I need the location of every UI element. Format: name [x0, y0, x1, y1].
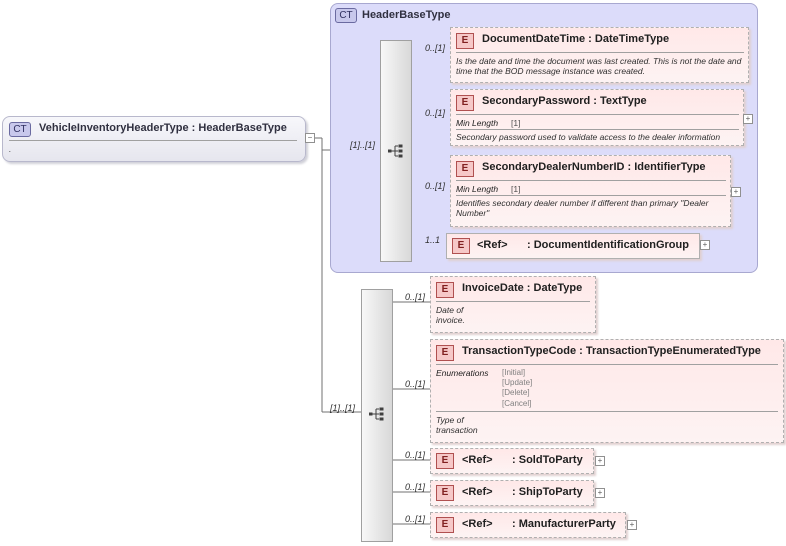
element-badge: E: [436, 345, 454, 361]
element-badge: E: [452, 238, 470, 254]
enum-value: [Initial]: [502, 368, 526, 377]
element-doc: Secondary password used to validate acce…: [456, 132, 721, 142]
facet-value: [1]: [511, 118, 521, 128]
divider: [436, 301, 590, 302]
element-name: TransactionTypeCode : TransactionTypeEnu…: [462, 345, 761, 357]
element-badge: E: [436, 485, 454, 501]
facet-label: Min Length: [456, 118, 499, 128]
element-ship-to-party[interactable]: E <Ref> : ShipToParty: [430, 480, 594, 506]
divider: [9, 140, 297, 141]
base-sequence-cardinality: [1]..[1]: [350, 140, 376, 150]
plus-icon[interactable]: +: [595, 456, 605, 466]
cardinality: 0..[1]: [405, 514, 426, 524]
facet-value: [1]: [511, 184, 521, 194]
element-name: SecondaryPassword : TextType: [482, 95, 647, 107]
element-doc: Identifies secondary dealer number if di…: [456, 198, 709, 218]
facet-label: Enumerations: [436, 368, 489, 378]
element-name: : SoldToParty: [512, 454, 583, 466]
element-badge: E: [456, 161, 474, 177]
element-ref: <Ref>: [462, 486, 493, 498]
element-document-identification-group[interactable]: E <Ref> : DocumentIdentificationGroup: [446, 233, 700, 259]
element-ref: <Ref>: [477, 239, 508, 251]
element-transaction-type-code[interactable]: E TransactionTypeCode : TransactionTypeE…: [430, 339, 784, 443]
enum-value: [Update]: [502, 378, 533, 387]
element-doc: Type of transaction: [436, 415, 478, 435]
element-name: : DocumentIdentificationGroup: [527, 239, 689, 251]
cardinality: 0..[1]: [405, 482, 426, 492]
base-type-name: HeaderBaseType: [362, 9, 451, 21]
element-name: DocumentDateTime : DateTimeType: [482, 33, 670, 45]
collapse-icon[interactable]: −: [305, 133, 315, 143]
divider: [436, 364, 778, 365]
element-secondary-password[interactable]: E SecondaryPassword : TextType Min Lengt…: [450, 89, 744, 146]
divider: [436, 411, 778, 412]
plus-icon[interactable]: +: [731, 187, 741, 197]
divider: [456, 52, 744, 53]
element-badge: E: [436, 517, 454, 533]
cardinality: 0..[1]: [405, 292, 426, 302]
sequence-icon: [388, 144, 403, 158]
element-badge: E: [456, 33, 474, 49]
element-badge: E: [456, 95, 474, 111]
cardinality: 0..[1]: [425, 43, 446, 53]
sequence-icon: [369, 407, 384, 421]
enum-value: [Cancel]: [502, 399, 532, 408]
cardinality: 0..[1]: [405, 450, 426, 460]
plus-icon[interactable]: +: [743, 114, 753, 124]
root-doc: .: [9, 144, 12, 154]
element-badge: E: [436, 453, 454, 469]
element-sold-to-party[interactable]: E <Ref> : SoldToParty: [430, 448, 594, 474]
element-doc: Is the date and time the document was la…: [456, 56, 742, 76]
divider: [456, 180, 726, 181]
complex-type-badge: CT: [335, 8, 357, 23]
plus-icon[interactable]: +: [700, 240, 710, 250]
base-sequence-compositor[interactable]: [380, 40, 412, 262]
divider: [456, 114, 739, 115]
complex-type-badge: CT: [9, 122, 31, 137]
enum-value: [Delete]: [502, 388, 530, 397]
cardinality: 1..1: [425, 235, 441, 245]
ext-sequence-cardinality: [1]..[1]: [330, 403, 356, 413]
facet-label: Min Length: [456, 184, 499, 194]
cardinality: 0..[1]: [405, 379, 426, 389]
element-document-date-time[interactable]: E DocumentDateTime : DateTimeType Is the…: [450, 27, 749, 83]
divider: [456, 195, 726, 196]
element-name: InvoiceDate : DateType: [462, 282, 583, 294]
element-invoice-date[interactable]: E InvoiceDate : DateType Date of invoice…: [430, 276, 596, 333]
element-ref: <Ref>: [462, 518, 493, 530]
element-manufacturer-party[interactable]: E <Ref> : ManufacturerParty: [430, 512, 626, 538]
element-secondary-dealer-number-id[interactable]: E SecondaryDealerNumberID : IdentifierTy…: [450, 155, 731, 227]
element-name: : ShipToParty: [512, 486, 583, 498]
cardinality: 0..[1]: [425, 181, 446, 191]
plus-icon[interactable]: +: [627, 520, 637, 530]
plus-icon[interactable]: +: [595, 488, 605, 498]
divider: [456, 129, 739, 130]
element-name: SecondaryDealerNumberID : IdentifierType: [482, 161, 706, 173]
cardinality: 0..[1]: [425, 108, 446, 118]
root-complex-type[interactable]: CT VehicleInventoryHeaderType : HeaderBa…: [2, 116, 306, 162]
element-doc: Date of invoice.: [436, 305, 465, 325]
element-ref: <Ref>: [462, 454, 493, 466]
root-type-name: VehicleInventoryHeaderType : HeaderBaseT…: [39, 122, 287, 134]
element-name: : ManufacturerParty: [512, 518, 616, 530]
element-badge: E: [436, 282, 454, 298]
ext-sequence-compositor[interactable]: [361, 289, 393, 542]
